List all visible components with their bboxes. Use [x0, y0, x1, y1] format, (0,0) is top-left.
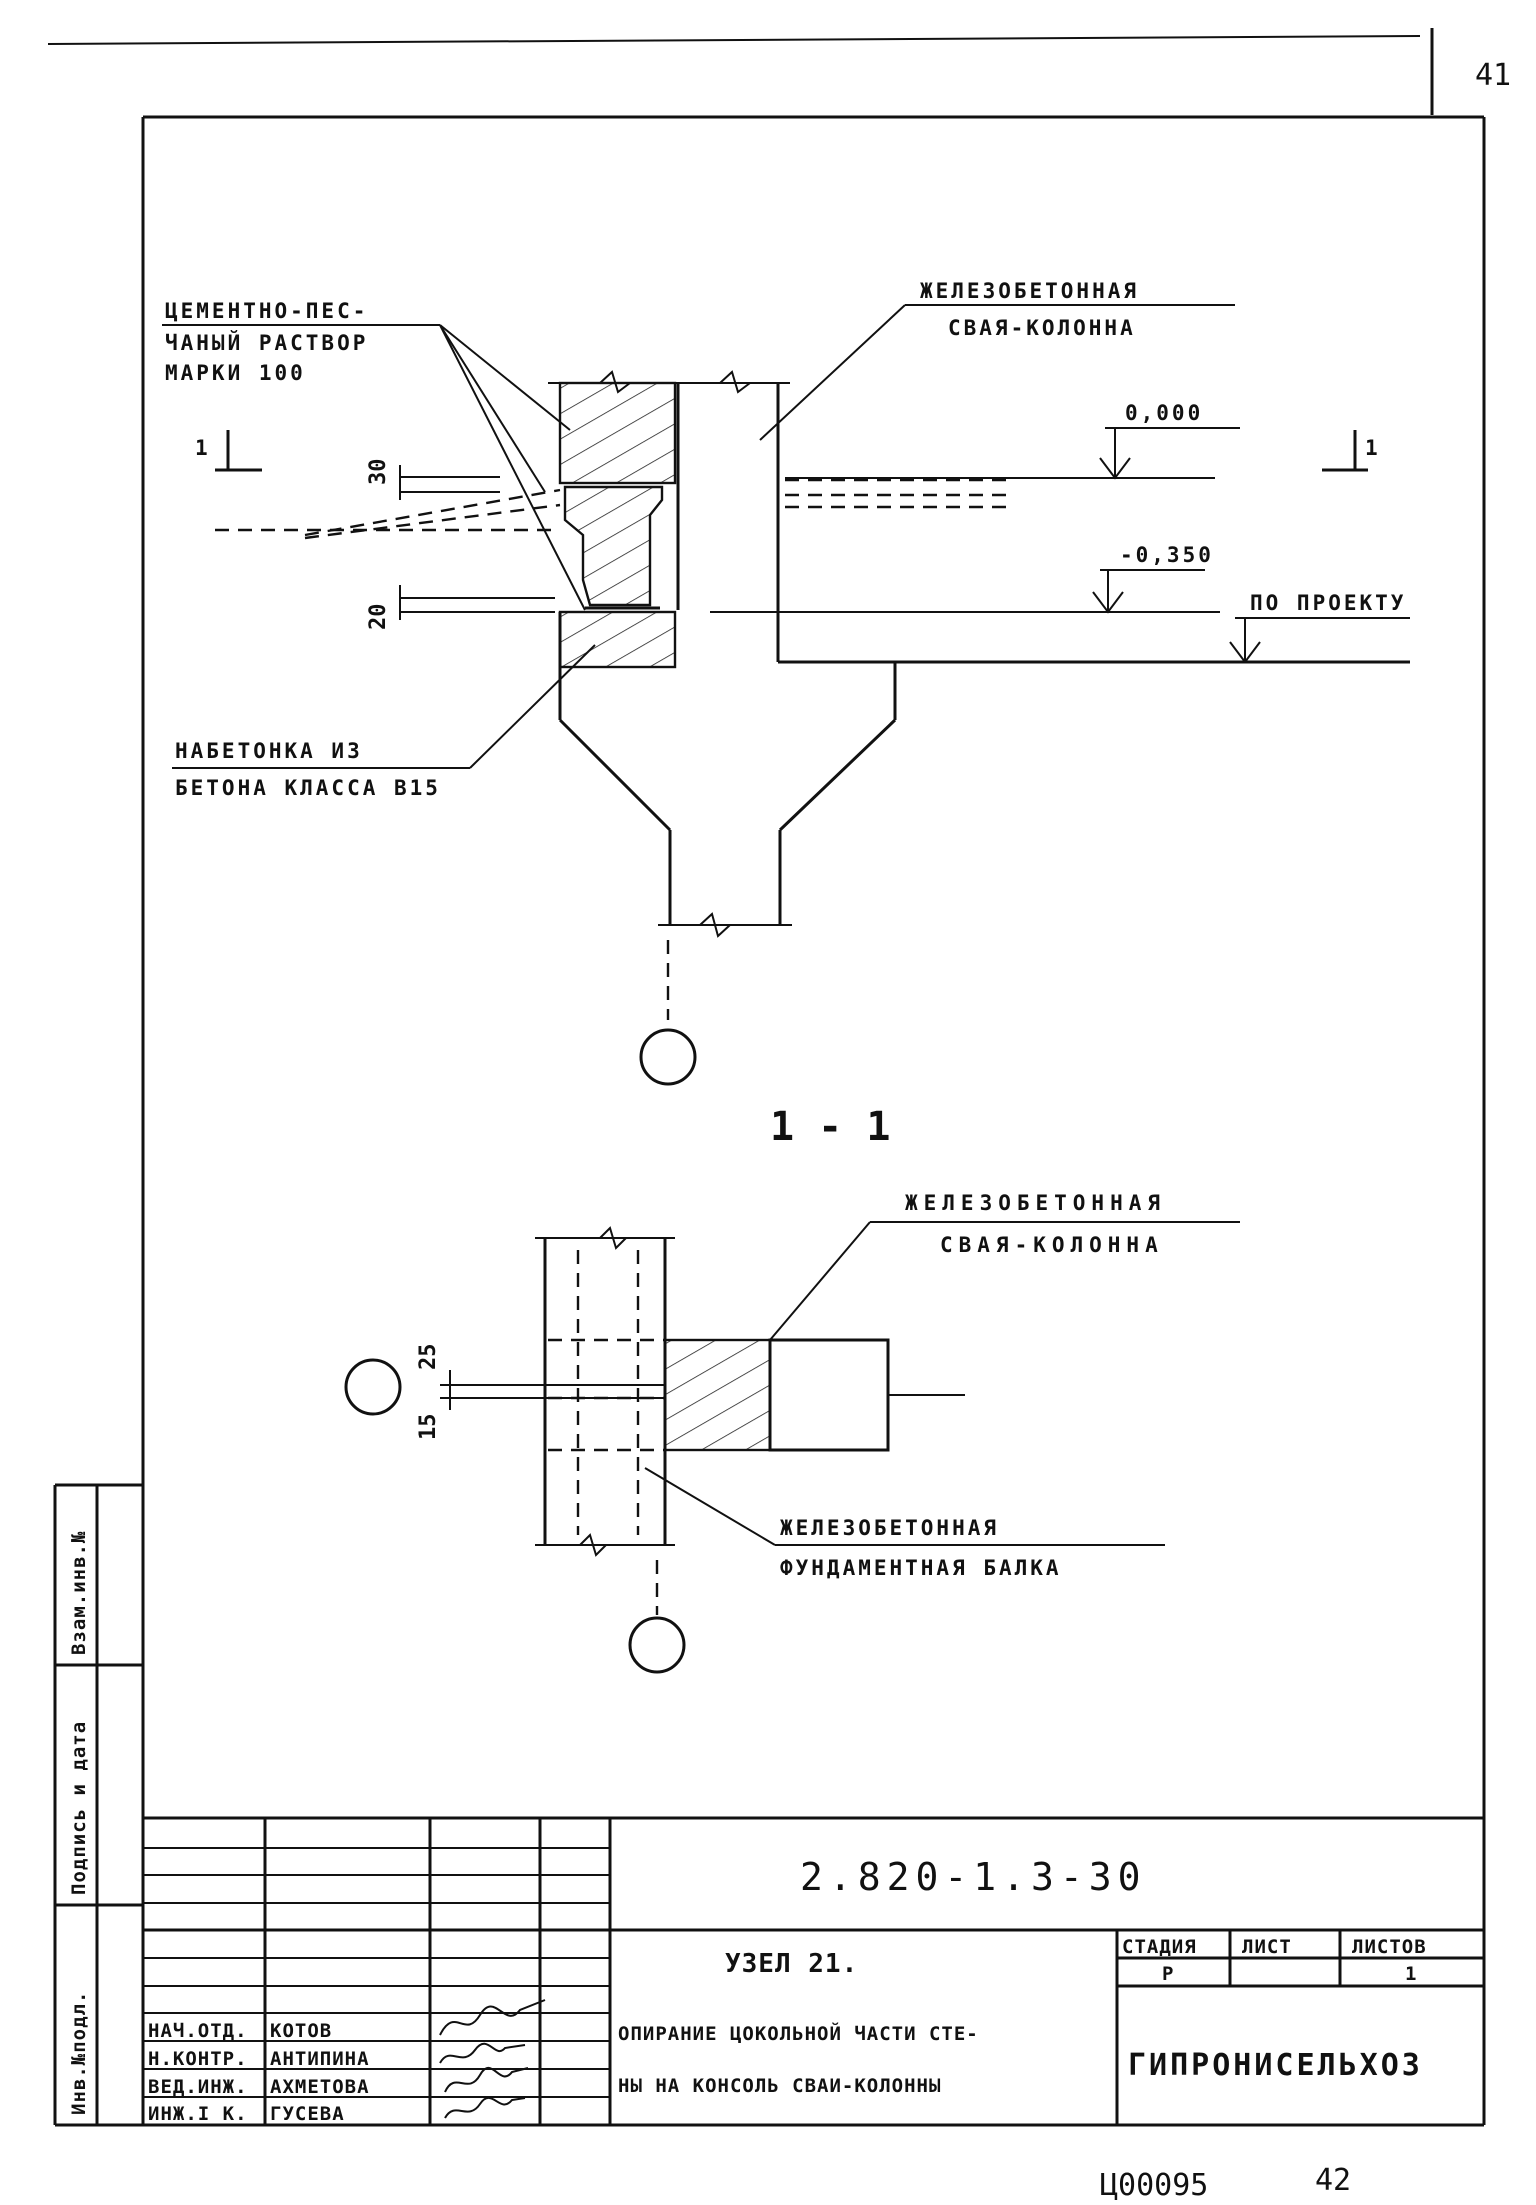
section-annotations: ЦЕМЕНТНО-ПЕС- ЧАНЫЙ РАСТВОР МАРКИ 100 ЖЕ… — [162, 279, 1410, 800]
dim-15: 15 — [416, 1414, 441, 1441]
page-number-top: 41 — [1475, 58, 1511, 93]
title-line-1: УЗЕЛ 21. — [725, 1949, 858, 1979]
name-1: АНТИПИНА — [270, 2048, 370, 2070]
label-mortar-1: ЦЕМЕНТНО-ПЕС- — [165, 299, 368, 323]
section-title: 1 - 1 — [770, 1104, 890, 1150]
plan-view: 25 15 — [344, 1226, 965, 1674]
level-neg: -0,350 — [1120, 543, 1214, 567]
axis-bubble-plan-left — [344, 1358, 402, 1416]
section-mark-left: 1 — [195, 436, 211, 460]
label-topping-2: БЕТОНА КЛАССА В15 — [175, 776, 441, 800]
stamp-inv-orig: Инв.№подл. — [68, 1991, 90, 2115]
name-2: АХМЕТОВА — [270, 2076, 370, 2098]
concrete-topping — [558, 610, 677, 669]
title-block: 2.820-1.3-30 СТАДИЯ ЛИСТ ЛИСТОВ Р 1 ГИПР… — [143, 1816, 1484, 2125]
stage-value: Р — [1162, 1963, 1174, 1985]
plan-label-pile-1: ЖЕЛЕЗОБЕТОННАЯ — [905, 1191, 1166, 1215]
role-1: Н.КОНТР. — [148, 2048, 248, 2070]
sheet-header: ЛИСТ — [1242, 1936, 1292, 1958]
title-line-3: НЫ НА КОНСОЛЬ СВАИ-КОЛОННЫ — [618, 2075, 941, 2097]
dim-30: 30 — [366, 459, 391, 486]
signatures — [439, 1999, 546, 2119]
dim-25: 25 — [416, 1344, 441, 1371]
stamp-swap-inv: Взам.инв.№ — [68, 1531, 90, 1655]
role-0: НАЧ.ОТД. — [148, 2020, 248, 2042]
label-pile-2: СВАЯ-КОЛОННА — [948, 316, 1136, 340]
name-3: ГУСЕВА — [270, 2103, 345, 2125]
label-beam-1: ЖЕЛЕЗОБЕТОННАЯ — [780, 1516, 999, 1540]
level-by-project: ПО ПРОЕКТУ — [1250, 591, 1406, 615]
title-line-2: ОПИРАНИЕ ЦОКОЛЬНОЙ ЧАСТИ СТЕ- — [618, 2022, 979, 2045]
drawing-frame — [55, 115, 1486, 2127]
doc-code: 2.820-1.3-30 — [800, 1855, 1147, 1899]
plan-label-pile-2: СВАЯ-КОЛОННА — [940, 1233, 1164, 1257]
role-3: ИНЖ.I К. — [148, 2103, 248, 2125]
sheets-value: 1 — [1405, 1963, 1417, 1985]
archive-code: Ц00095 — [1100, 2168, 1208, 2203]
stamp-sign-date: Подпись и дата — [68, 1721, 90, 1895]
plinth-profile-block — [563, 485, 664, 607]
organization: ГИПРОНИСЕЛЬХОЗ — [1128, 2048, 1423, 2083]
label-topping-1: НАБЕТОНКА ИЗ — [175, 739, 363, 763]
label-mortar-2: ЧАНЫЙ РАСТВОР — [165, 330, 368, 355]
plinth-wall-block — [558, 381, 677, 485]
section-mark-right: 1 — [1365, 436, 1381, 460]
plan-pile-outline — [768, 1338, 890, 1452]
axis-bubble-plan-bottom — [628, 1616, 686, 1674]
role-2: ВЕД.ИНЖ. — [148, 2076, 248, 2098]
side-stamp: Инв.№подл. Подпись и дата Взам.инв.№ — [53, 1483, 143, 2125]
label-pile-1: ЖЕЛЕЗОБЕТОННАЯ — [920, 279, 1139, 303]
label-mortar-3: МАРКИ 100 — [165, 361, 306, 385]
name-0: КОТОВ — [270, 2020, 332, 2042]
sheets-header: ЛИСТОВ — [1352, 1936, 1427, 1958]
plan-pile-hatched — [663, 1338, 772, 1452]
plan-annotations: ЖЕЛЕЗОБЕТОННАЯ СВАЯ-КОЛОННА ЖЕЛЕЗОБЕТОНН… — [644, 1191, 1240, 1580]
page-number-bottom: 42 — [1315, 2163, 1351, 2198]
stage-header: СТАДИЯ — [1122, 1936, 1197, 1958]
sheet-trim: 41 — [47, 28, 1511, 115]
pile-column-section — [215, 370, 1410, 1086]
label-beam-2: ФУНДАМЕНТНАЯ БАЛКА — [780, 1556, 1062, 1580]
level-zero: 0,000 — [1125, 401, 1203, 425]
axis-bubble-section — [639, 1028, 697, 1086]
dim-20: 20 — [366, 604, 391, 631]
